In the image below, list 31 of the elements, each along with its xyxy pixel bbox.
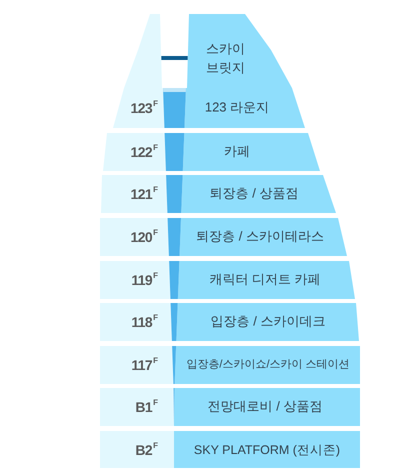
floor-number: 120$^{F}$	[130, 228, 158, 246]
floor-name: 입장층 / 스카이데크	[210, 314, 326, 330]
floor-number: 119$^{F}$	[131, 272, 158, 288]
floor-number: 122$^{F}$	[130, 144, 158, 160]
bridge-bar	[161, 56, 188, 60]
floor-number: 121$^{F}$	[130, 186, 158, 202]
floor-band	[103, 133, 320, 171]
floor-band	[100, 346, 360, 384]
floor-band	[101, 175, 336, 213]
floor-number: B2$^{F}$	[135, 441, 158, 458]
floor-band	[100, 218, 347, 256]
tower-spire	[124, 14, 162, 88]
floor-band	[100, 303, 359, 341]
floor-number: B1$^{F}$	[135, 398, 158, 416]
floor-name: 카페	[224, 144, 250, 160]
floor-band	[100, 388, 360, 426]
spire-label: 스카이 브릿지	[206, 40, 245, 77]
floor-band	[100, 261, 355, 299]
floor-number: 118$^{F}$	[131, 314, 158, 330]
floor-band	[100, 431, 360, 468]
floor-name: 퇴장층 / 스카이테라스	[196, 230, 324, 244]
floor-number: 123$^{F}$	[130, 100, 158, 116]
floor-name: 입장층/스카이쇼/스카이 스테이션	[186, 358, 350, 372]
floor-name: 123 라운지	[204, 100, 270, 116]
floor-number: 117$^{F}$	[131, 356, 158, 374]
floor-name: 퇴장층 / 상품점	[210, 186, 298, 202]
floor-name: SKY PLATFORM (전시존)	[194, 442, 340, 457]
floor-name: 캐릭터 디저트 카페	[209, 272, 321, 288]
tower-spire	[187, 14, 292, 88]
floor-name: 전망대로비 / 상품점	[208, 400, 322, 414]
floor-band	[113, 88, 305, 128]
